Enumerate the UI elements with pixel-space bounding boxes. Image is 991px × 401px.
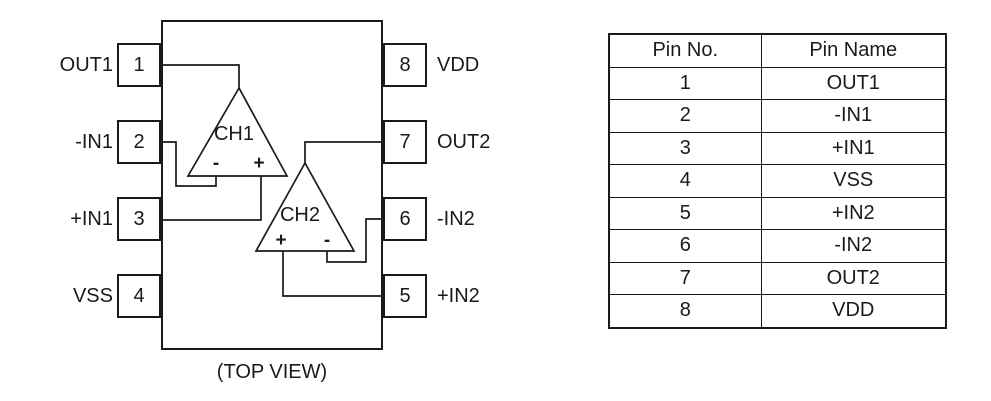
pin-box-5: 5 <box>383 274 427 318</box>
pin-no-cell: 8 <box>608 294 762 328</box>
pin-box-2: 2 <box>117 120 161 164</box>
pin-no-cell: 6 <box>608 229 762 263</box>
pin-no-cell: 2 <box>608 99 762 133</box>
table-row: 5 +IN2 <box>608 196 947 230</box>
pin-label-neg-in2: -IN2 <box>437 208 475 230</box>
pin-name-cell: -IN2 <box>760 229 947 263</box>
opamp-ch1-label: CH1 <box>214 123 254 145</box>
pin-name-cell: +IN1 <box>760 131 947 165</box>
opamp-ch2-label: CH2 <box>280 204 320 226</box>
table-row: 4 VSS <box>608 164 947 198</box>
pin-box-4: 4 <box>117 274 161 318</box>
wire-pos-in2 <box>282 251 383 297</box>
wire-neg-in1 <box>161 141 217 187</box>
opamp-ch1-symbol <box>186 86 289 177</box>
pin-label-pos-in1: +IN1 <box>70 208 113 230</box>
pin-description-table: Pin No. Pin Name 1 OUT1 2 -IN1 3 +IN1 4 … <box>608 33 947 329</box>
ic-package-body <box>161 20 383 350</box>
pin-label-out2: OUT2 <box>437 131 491 153</box>
pin-box-1: 1 <box>117 43 161 87</box>
pin-name-cell: OUT1 <box>760 66 947 100</box>
pin-name-header: Pin Name <box>760 33 947 68</box>
pin-box-7: 7 <box>383 120 427 164</box>
internal-wiring-layer: CH1 - + CH2 + - <box>161 64 383 297</box>
table-row: 6 -IN2 <box>608 229 947 263</box>
table-row: 1 OUT1 <box>608 66 947 100</box>
pin-label-vss: VSS <box>72 285 113 307</box>
table-row: 7 OUT2 <box>608 261 947 295</box>
pin-name-cell: VDD <box>760 294 947 328</box>
table-header-row: Pin No. Pin Name <box>608 33 947 68</box>
wire-neg-in2 <box>326 218 383 263</box>
top-view-caption: (TOP VIEW) <box>216 361 328 383</box>
pin-no-cell: 4 <box>608 164 762 198</box>
wire-pos-in1 <box>161 176 262 221</box>
pin-no-cell: 7 <box>608 261 762 295</box>
pin-no-cell: 5 <box>608 196 762 230</box>
pin-box-6: 6 <box>383 197 427 241</box>
ch2-inverting-input-sign: - <box>324 230 330 251</box>
pin-box-3: 3 <box>117 197 161 241</box>
pin-name-cell: VSS <box>760 164 947 198</box>
opamp-ch2-symbol <box>254 161 356 252</box>
wire-out2 <box>304 141 383 163</box>
pin-label-vdd: VDD <box>437 54 480 76</box>
ch1-noninverting-input-sign: + <box>253 153 264 174</box>
table-row: 2 -IN1 <box>608 99 947 133</box>
table-row: 3 +IN1 <box>608 131 947 165</box>
table-row: 8 VDD <box>608 294 947 328</box>
pin-label-out1: OUT1 <box>59 54 113 76</box>
pin-label-pos-in2: +IN2 <box>437 285 480 307</box>
pin-label-neg-in1: -IN1 <box>75 131 113 153</box>
ch2-noninverting-input-sign: + <box>275 230 286 251</box>
pin-no-header: Pin No. <box>608 33 762 68</box>
pin-name-cell: +IN2 <box>760 196 947 230</box>
pin-box-8: 8 <box>383 43 427 87</box>
pin-name-cell: -IN1 <box>760 99 947 133</box>
wire-out1 <box>161 64 240 88</box>
pin-no-cell: 1 <box>608 66 762 100</box>
pin-name-cell: OUT2 <box>760 261 947 295</box>
ch1-inverting-input-sign: - <box>213 153 219 174</box>
pin-no-cell: 3 <box>608 131 762 165</box>
